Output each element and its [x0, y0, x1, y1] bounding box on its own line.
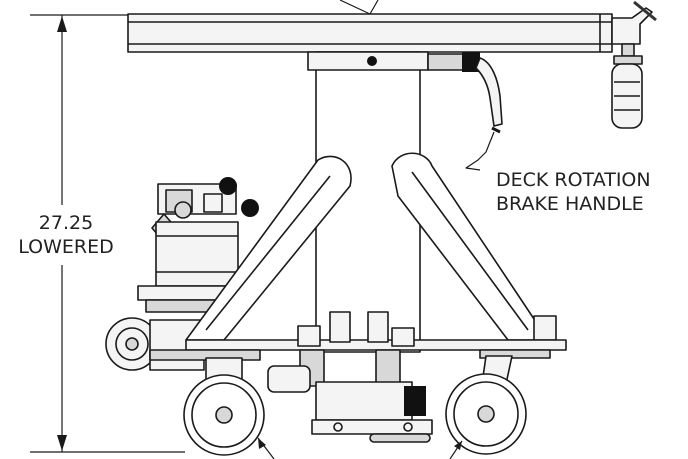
top-leader: [339, 0, 379, 15]
dimension-value: 27.25: [38, 212, 94, 234]
left-caster-wheel: [183, 357, 265, 456]
height-dimension: [30, 14, 185, 453]
deck: [127, 13, 613, 53]
dimension-callout: 27.25 LOWERED: [4, 211, 128, 259]
brake-handle-callout: DECK ROTATION BRAKE HANDLE: [496, 168, 651, 216]
left-leg: [185, 155, 352, 341]
dimension-label: LOWERED: [18, 236, 114, 258]
valve-block: [267, 311, 433, 443]
deck-lock-handle: [611, 0, 657, 129]
right-caster-wheel: [445, 355, 527, 455]
deck-rotation-brake-handle: [427, 52, 503, 171]
brake-callout-line2: BRAKE HANDLE: [496, 193, 644, 215]
wheel-leaders: [257, 437, 463, 459]
pump-motor-assembly: [137, 177, 259, 313]
right-post: [533, 315, 557, 341]
brake-callout-line1: DECK ROTATION: [496, 169, 651, 191]
